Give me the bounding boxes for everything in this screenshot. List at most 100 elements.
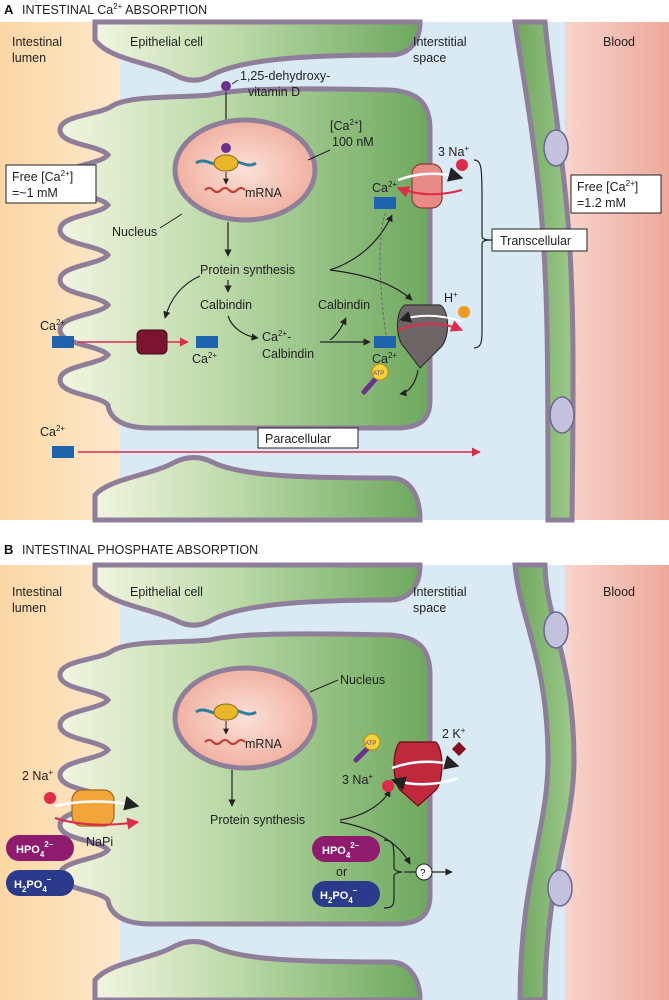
k-ion [451,741,467,757]
leader-nucleus-a [159,213,183,229]
arrow-protein-to-exchanger [329,214,393,271]
endothelial-nucleus-b2 [547,869,573,907]
nucleus-a [172,117,318,223]
label-interstitial-b-1: Interstitial [413,585,467,599]
svg-text:ATP: ATP [373,371,384,377]
label-ca-conc-value: 100 nM [332,135,374,149]
label-mrna-a: mRNA [245,186,282,200]
arrow-h-in [398,311,463,323]
label-lumen-b-2: lumen [12,601,46,615]
vitamin-d-molecule [221,81,231,91]
label-interstitial-a-1: Interstitial [413,35,467,49]
label-napi: NaPi [86,835,113,849]
label-na2: 2 Na+ [22,768,53,783]
label-paracellular: Paracellular [265,432,331,446]
endothelial-nucleus-b1 [543,611,569,649]
leader-ca-conc [307,149,331,161]
neighbor-cell-top-b [92,562,423,628]
label-na3-b: 3 Na+ [342,772,373,787]
arrow-phosphate-napi [54,817,140,830]
atp-a: ATP [361,363,389,395]
arrow-atp [399,369,419,397]
arrow-protein-to-exit [339,821,411,865]
h-ion [458,306,470,318]
free-ca-left-label: Free [Ca2+] [12,169,73,184]
arrow-protein-to-pump [329,269,413,301]
label-vitamin-d-2: vitamin D [248,85,300,99]
arrow-protein-to-channel [163,275,201,319]
h2po4-pill-lumen: H2PO4– [6,870,74,896]
label-interstitial-a-2: space [413,51,446,65]
ca-ion-lumen [52,336,74,348]
panel-b-letter: B [4,542,13,557]
label-protein-synthesis-b: Protein synthesis [210,813,305,827]
endothelial-nucleus-a1 [543,129,569,167]
arrow-calbindin-binding [227,315,259,341]
label-ca-complex-2: Calbindin [262,347,314,361]
endothelial-cell-b [512,562,577,1000]
mrna-strand-b [204,739,246,745]
na-ion-lumen-b [44,792,56,804]
arrow-ca-out-exchanger [396,186,463,198]
arrow-ca-out-pump [397,320,464,332]
label-h: H+ [444,290,458,305]
atp-b: ATP [353,733,381,763]
vitamin-d-bound [221,143,231,153]
na-ion-a [456,159,468,171]
label-ca-exchanger: Ca2+ [372,180,397,195]
blood-area-b [565,565,669,1000]
free-ca-box-left [5,164,97,204]
label-transcellular: Transcellular [500,234,571,248]
arrow-na-in [397,167,464,182]
svg-text:H2PO4–: H2PO4– [320,886,358,905]
transcription-factor-a [213,154,239,172]
arrow-na-out [391,755,460,770]
label-ca-pump: Ca2+ [372,351,397,366]
label-ca-complex-1: Ca2+- [262,329,291,344]
na-ion-cell-b [382,780,394,792]
label-lumen-a-2: lumen [12,51,46,65]
panel-a: A INTESTINAL Ca2+ ABSORPTION Intestinal … [0,2,669,523]
label-blood-a: Blood [603,35,635,49]
napi-cotransporter [71,789,115,827]
h2po4-pill-cell: H2PO4– [312,881,380,907]
label-question: ? [420,868,426,879]
nucleus-b [172,665,318,771]
label-ca-conc: [Ca2+] [330,118,362,133]
free-ca-right-value: =1.2 mM [577,196,626,210]
panel-a-letter: A [4,2,14,17]
label-ca-lumen: Ca2+ [40,318,65,333]
label-mrna-b: mRNA [245,737,282,751]
neighbor-cell-top-a [92,19,423,83]
label-na3-a: 3 Na+ [438,144,469,159]
hpo4-pill-cell: HPO42– [312,836,380,862]
ca-ion-paracellular [52,446,74,458]
panel-a-title: INTESTINAL Ca2+ ABSORPTION [22,2,207,17]
vitamin-d-leader [231,79,239,85]
phosphate-brace [383,839,403,909]
free-ca-left-value: =~1 mM [12,186,58,200]
svg-text:H2PO4–: H2PO4– [14,875,52,894]
label-protein-synthesis-a: Protein synthesis [200,263,295,277]
svg-text:HPO42–: HPO42– [322,841,360,860]
transcription-factor-b [213,703,239,721]
label-or: or [336,865,347,879]
paracellular-box [257,427,359,449]
label-calbindin-1: Calbindin [200,298,252,312]
label-nucleus-b: Nucleus [340,673,385,687]
ca-ion-basolateral-pump [374,336,396,348]
arrow-k-in [390,776,459,791]
panel-b: B INTESTINAL PHOSPHATE ABSORPTION Intest… [0,542,669,1000]
svg-text:ATP: ATP [365,741,376,747]
label-blood-b: Blood [603,585,635,599]
neighbor-cell-bottom-a [92,455,423,523]
blood-area-a [565,22,669,520]
label-interstitial-b-2: space [413,601,446,615]
label-ca-paracellular: Ca2+ [40,424,65,439]
arrow-protein-to-nak-pump [339,789,391,821]
free-ca-right-label: Free [Ca2+] [577,179,638,194]
label-vitamin-d-1: 1,25-dehydroxy- [240,69,330,83]
endothelial-nucleus-a2 [549,396,575,434]
na-ca-exchanger [411,163,443,209]
